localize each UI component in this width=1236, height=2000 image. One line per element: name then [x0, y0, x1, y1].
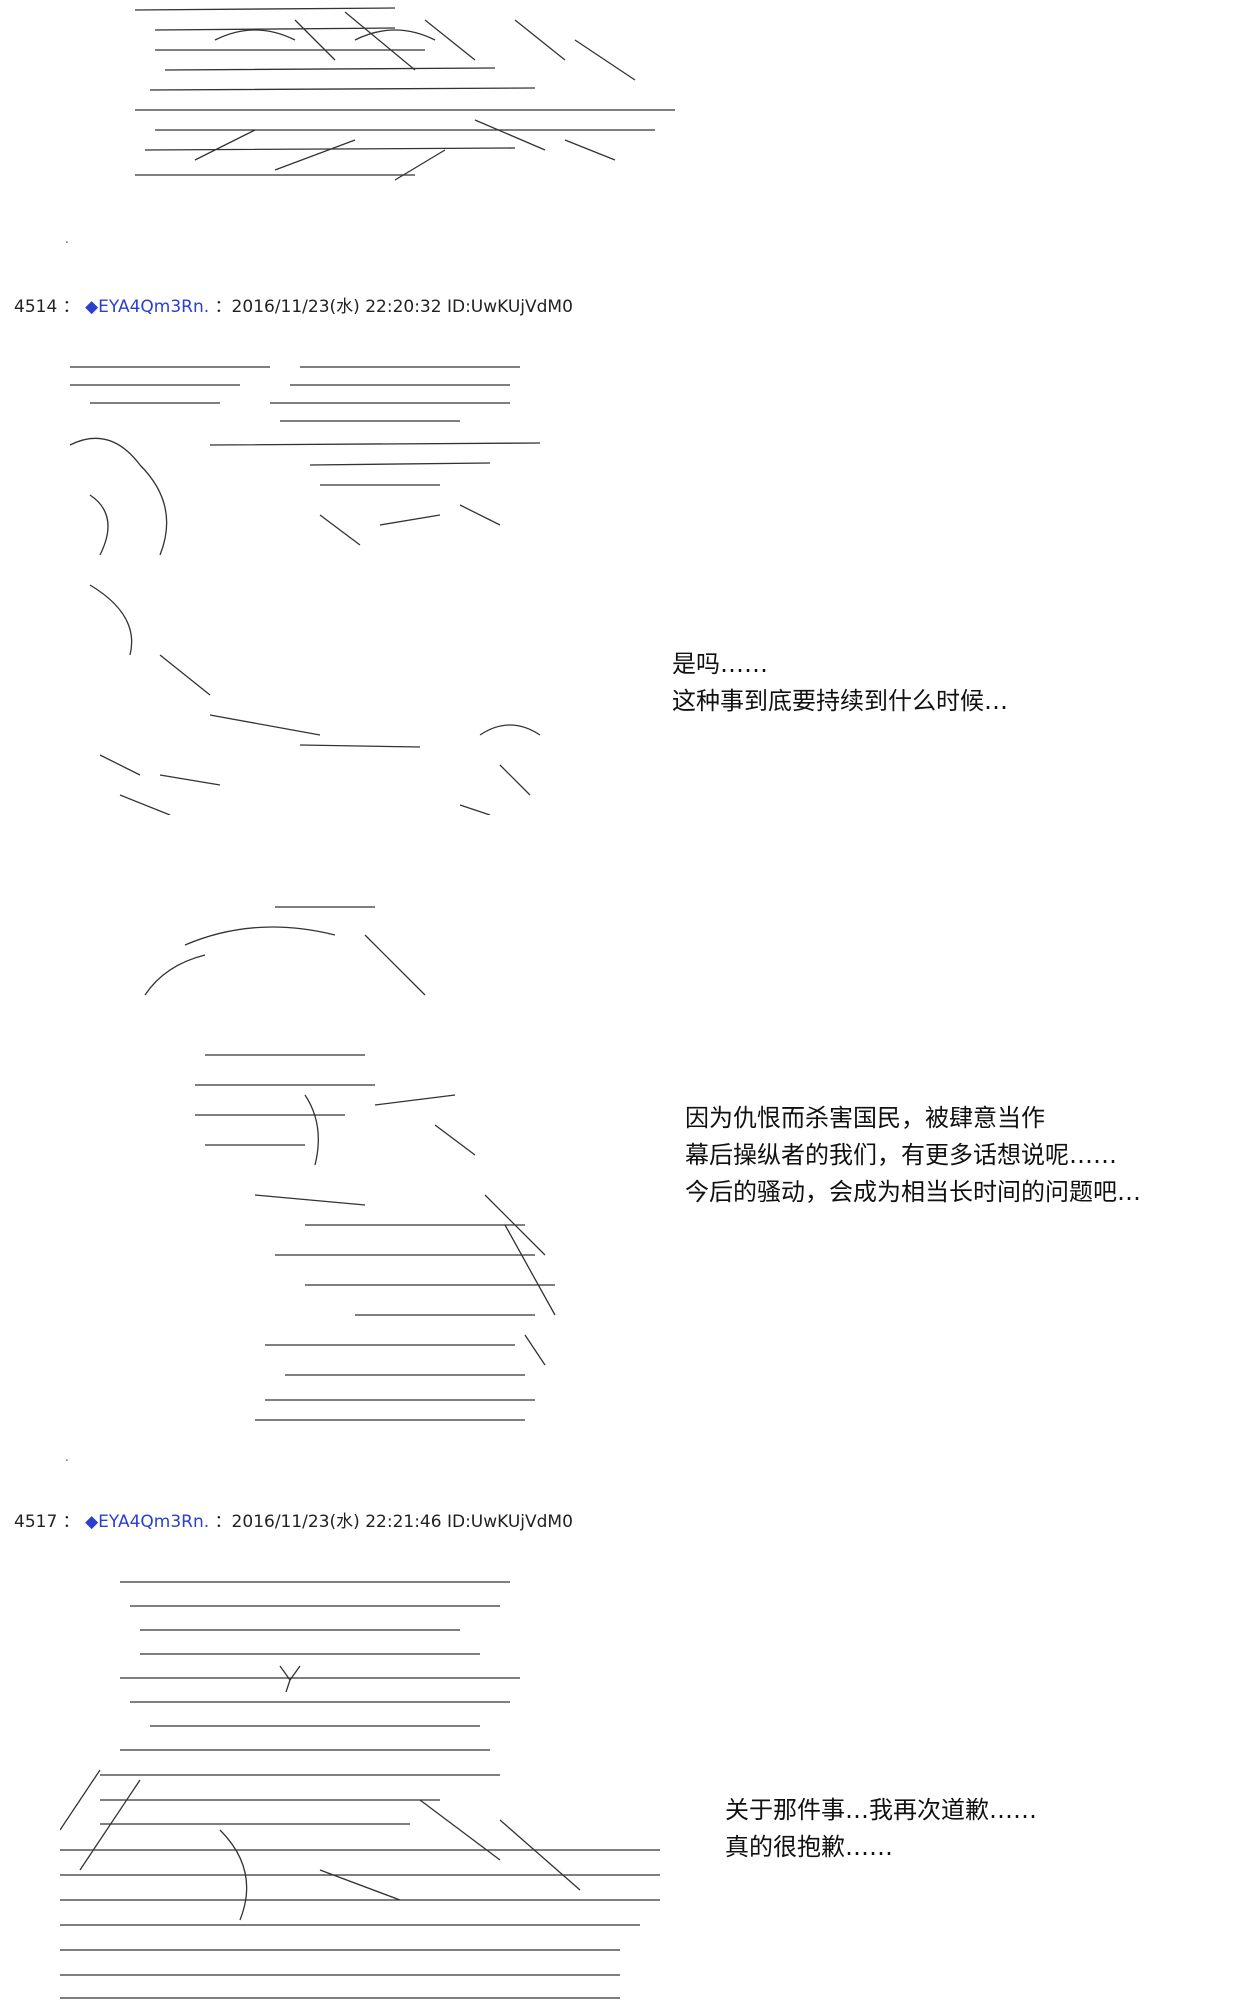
post-header: 4517 ： ◆EYA4Qm3Rn. ：2016/11/23(水) 22:21:…: [14, 1507, 573, 1532]
separator-dot: .: [65, 232, 69, 246]
poster-name[interactable]: EYA4Qm3Rn.: [98, 297, 210, 317]
ascii-art-character-2: [105, 895, 585, 1425]
dialogue-3: 关于那件事…我再次道歉…… 真的很抱歉……: [725, 1792, 1037, 1866]
post-number: 4517: [14, 1512, 58, 1532]
dialogue-2: 因为仇恨而杀害国民，被肆意当作 幕后操纵者的我们，有更多话想说呢…… 今后的骚动…: [685, 1100, 1141, 1211]
post-separator: ：: [62, 297, 80, 317]
diamond-icon: ◆: [85, 1512, 99, 1532]
post-separator: ：: [62, 1512, 80, 1532]
dialogue-line: 今后的骚动，会成为相当长时间的问题吧…: [685, 1178, 1141, 1206]
ascii-art-character-1: [60, 355, 580, 815]
poster-name[interactable]: EYA4Qm3Rn.: [98, 1512, 210, 1532]
post-datetime: ：2016/11/23(水) 22:20:32 ID:UwKUjVdM0: [214, 297, 573, 317]
dialogue-line: 这种事到底要持续到什么时候…: [672, 687, 1008, 715]
dialogue-line: 关于那件事…我再次道歉……: [725, 1796, 1037, 1824]
dialogue-1: 是吗…… 这种事到底要持续到什么时候…: [672, 646, 1008, 720]
post-header: 4514 ： ◆EYA4Qm3Rn. ：2016/11/23(水) 22:20:…: [14, 292, 573, 317]
post-datetime: ：2016/11/23(水) 22:21:46 ID:UwKUjVdM0: [214, 1512, 573, 1532]
diamond-icon: ◆: [85, 297, 99, 317]
separator-dot: .: [65, 1450, 69, 1464]
ascii-art-top: [95, 0, 675, 200]
dialogue-line: 因为仇恨而杀害国民，被肆意当作: [685, 1104, 1045, 1132]
post-number: 4514: [14, 297, 58, 317]
ascii-art-character-3: [60, 1570, 680, 2000]
dialogue-line: 真的很抱歉……: [725, 1833, 893, 1861]
dialogue-line: 是吗……: [672, 650, 768, 678]
dialogue-line: 幕后操纵者的我们，有更多话想说呢……: [685, 1141, 1117, 1169]
